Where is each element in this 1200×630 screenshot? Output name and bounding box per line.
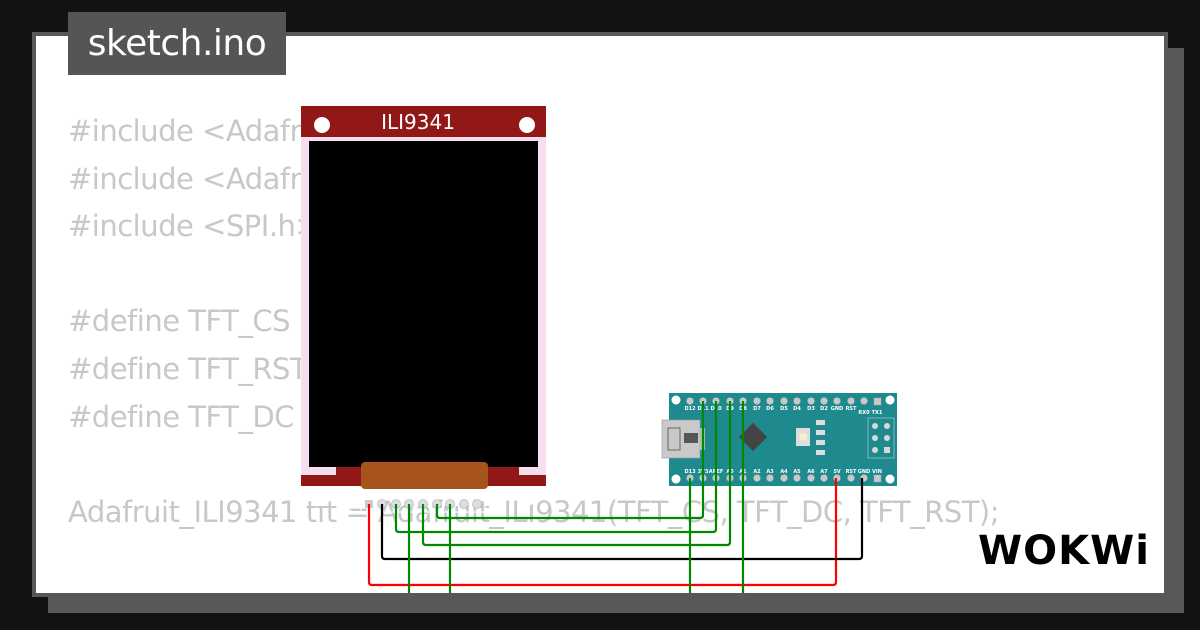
wire-vcc <box>367 478 838 587</box>
wires <box>367 401 864 593</box>
flex-cable <box>361 462 488 489</box>
svg-text:TX1: TX1 <box>872 410 883 416</box>
reset-button-icon <box>799 433 807 441</box>
wire-gnd <box>380 478 864 561</box>
svg-text:GND: GND <box>858 469 870 475</box>
svg-text:A5: A5 <box>793 469 801 475</box>
svg-text:A6: A6 <box>807 469 815 475</box>
svg-text:D6: D6 <box>766 406 774 412</box>
mount-hole-icon <box>519 490 535 506</box>
svg-text:A4: A4 <box>780 469 788 475</box>
code-line: #define TFT_DC <box>68 399 294 434</box>
mount-hole-icon <box>314 117 330 133</box>
tft-screen <box>309 141 538 467</box>
svg-text:VIN: VIN <box>872 469 882 475</box>
svg-text:5V: 5V <box>833 469 840 475</box>
mount-hole-icon <box>314 490 330 506</box>
svg-text:A7: A7 <box>820 469 828 475</box>
svg-text:RX0: RX0 <box>858 410 870 416</box>
code-line: Adafruit_ILI9341 tft = Adafruit_ILI9341(… <box>68 494 1000 529</box>
svg-text:D2: D2 <box>820 406 828 412</box>
svg-text:RST: RST <box>846 469 857 475</box>
svg-text:D5: D5 <box>780 406 788 412</box>
svg-text:D4: D4 <box>793 406 801 412</box>
code-line: // Define colors (16-bit RGB values) <box>68 590 562 593</box>
code-line: #define TFT_RST <box>68 351 308 386</box>
wire-signal <box>435 401 705 520</box>
display-label: ILI9341 <box>381 110 455 134</box>
wire-signal <box>421 401 732 547</box>
mount-hole-icon <box>519 117 535 133</box>
usb-connector-icon <box>661 419 705 459</box>
svg-text:D7: D7 <box>753 406 761 412</box>
ili9341-display[interactable]: ILI9341 1 9 <box>301 106 546 515</box>
mcu-chip <box>738 422 768 452</box>
svg-text:D3: D3 <box>807 406 815 412</box>
svg-text:9: 9 <box>487 497 497 515</box>
svg-text:RST: RST <box>846 406 857 412</box>
file-tab[interactable]: sketch.ino <box>68 12 286 75</box>
svg-text:A3: A3 <box>766 469 774 475</box>
svg-text:A2: A2 <box>753 469 761 475</box>
svg-text:D13: D13 <box>684 469 696 475</box>
svg-text:D12: D12 <box>684 406 696 412</box>
wokwi-logo: WOKWi <box>978 528 1150 574</box>
code-line: #include <SPI.h> <box>68 209 320 244</box>
code-line: #define TFT_CS <box>68 304 291 339</box>
wire-signal <box>394 401 718 534</box>
svg-text:GND: GND <box>831 406 843 412</box>
svg-text:1: 1 <box>343 497 353 515</box>
